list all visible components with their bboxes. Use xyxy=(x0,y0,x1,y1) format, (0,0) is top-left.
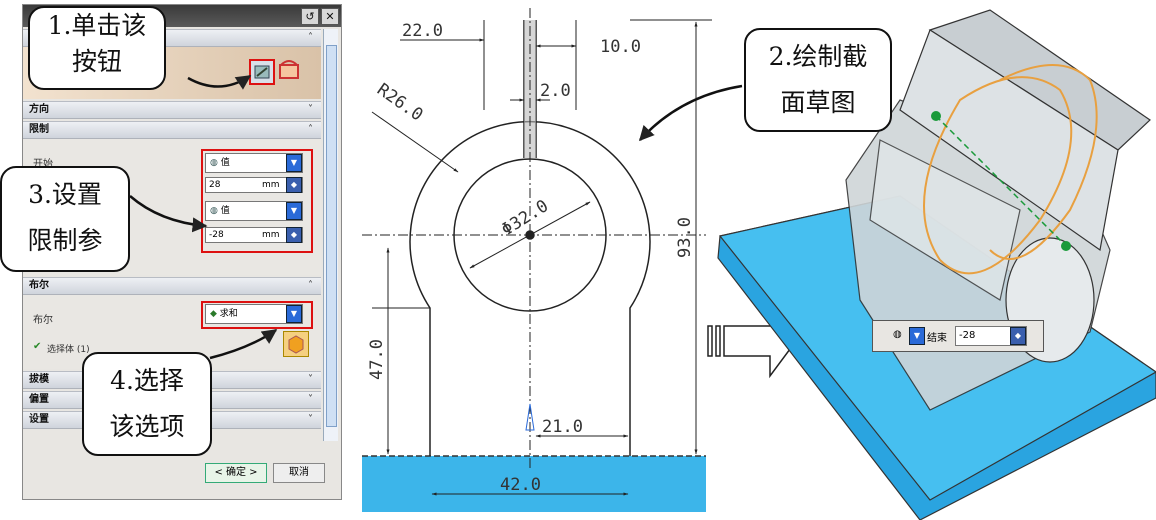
callout-step2: 2.绘制截 面草图 xyxy=(744,28,892,132)
callout-line: 4.选择 xyxy=(110,366,184,395)
chevron-down-icon: ˅ xyxy=(308,394,313,405)
start-handle-icon[interactable] xyxy=(931,111,941,121)
chevron-up-icon: ˄ xyxy=(308,124,313,135)
start-mode-value: 值 xyxy=(220,158,230,168)
callout-arrows xyxy=(129,74,743,360)
reset-icon[interactable]: ↺ xyxy=(301,8,319,25)
callout-step1: 1.单击该 按钮 xyxy=(28,6,166,90)
callout-line: 面草图 xyxy=(780,88,856,117)
callout-line: 3.设置 xyxy=(28,180,102,209)
dropdown-arrow-icon[interactable]: ▼ xyxy=(286,305,302,323)
cylinder-face xyxy=(869,139,1021,301)
sketch-icon xyxy=(254,65,270,79)
select-body-button[interactable] xyxy=(283,331,309,357)
value-icon: ◍ xyxy=(893,329,902,340)
scrollbar-thumb[interactable] xyxy=(326,45,337,427)
curve-select-icon[interactable] xyxy=(277,59,303,81)
section-label: 方向 xyxy=(29,104,49,115)
select-body-label[interactable]: 选择体 (1) xyxy=(47,345,90,355)
start-mode-select[interactable]: ◍ 值 ▼ xyxy=(205,153,303,173)
callout-line: 限制参 xyxy=(27,226,103,255)
start-label: 开始 xyxy=(33,159,53,170)
cube-icon xyxy=(288,335,304,354)
dim-lower-height-label: 47.0 xyxy=(367,339,387,380)
section-label: 限制 xyxy=(29,124,49,135)
chevron-down-icon: ˅ xyxy=(308,414,313,425)
check-icon: ✔ xyxy=(33,341,42,352)
end-value: -28 xyxy=(959,330,976,341)
unite-icon: ◆ xyxy=(210,309,217,319)
callout-line: 该选项 xyxy=(109,412,185,441)
sketch-profile-2 xyxy=(989,64,1098,260)
spinner-icon[interactable]: ◆ xyxy=(286,227,302,243)
chevron-down-icon: ˅ xyxy=(308,374,313,385)
dim-top-width-label: 22.0 xyxy=(402,21,443,41)
end-handle-icon[interactable] xyxy=(1061,241,1071,251)
start-value: 28 xyxy=(209,180,221,190)
start-distance-input[interactable]: 28 mm ◆ xyxy=(205,177,303,193)
end-unit: mm xyxy=(262,230,280,240)
callout-line: 1.单击该 xyxy=(47,11,147,40)
section-label: 设置 xyxy=(29,414,49,425)
arrow-step3 xyxy=(129,195,208,233)
end-value: -28 xyxy=(209,230,224,240)
chevron-up-icon: ˄ xyxy=(308,280,313,291)
base-plate xyxy=(362,456,706,512)
arrow-step4 xyxy=(209,328,278,360)
dim-slot-width-label: 2.0 xyxy=(540,81,571,101)
end-distance-input[interactable]: -28 mm ◆ xyxy=(205,227,303,243)
section-label: 偏置 xyxy=(29,394,49,405)
dim-height-label: 93.0 xyxy=(675,217,695,258)
end-mode-select[interactable]: ◍ 值 ▼ xyxy=(205,201,303,221)
scrollbar[interactable] xyxy=(323,29,338,441)
arrow-step1 xyxy=(187,74,252,90)
dropdown-arrow-icon[interactable]: ▼ xyxy=(286,154,302,172)
rib-face xyxy=(899,29,1119,252)
extrude-direction-line xyxy=(935,115,1067,247)
limits-highlight xyxy=(201,149,313,253)
section-boolean[interactable]: 布尔 ˄ xyxy=(23,277,321,295)
section-label: 拔模 xyxy=(29,374,49,385)
datum-triangle-icon xyxy=(525,403,535,431)
callout-step3: 3.设置 限制参 xyxy=(0,166,130,272)
boolean-option: 求和 xyxy=(219,309,238,319)
section-limits[interactable]: 限制 ˄ xyxy=(23,121,321,139)
chevron-up-icon: ˄ xyxy=(308,32,313,43)
dim-slot-total-label: 10.0 xyxy=(600,37,641,57)
callout-step4: 4.选择 该选项 xyxy=(82,352,212,456)
boolean-label: 布尔 xyxy=(33,315,53,326)
section-direction[interactable]: 方向 ˅ xyxy=(23,101,321,119)
dim-base-width-label: 42.0 xyxy=(500,475,541,495)
dim-diameter-label: Φ32.0 xyxy=(498,196,552,240)
dropdown-arrow-icon[interactable]: ▼ xyxy=(286,202,302,220)
spinner-icon[interactable]: ◆ xyxy=(1010,327,1026,345)
dropdown-arrow-icon[interactable]: ▼ xyxy=(909,327,925,345)
dim-dia32 xyxy=(469,201,591,269)
chevron-down-icon: ˅ xyxy=(308,104,313,115)
arrow-step2 xyxy=(638,84,743,142)
boolean-select[interactable]: ◆ 求和 ▼ xyxy=(205,304,303,324)
end-value-input[interactable]: -28 ◆ xyxy=(955,326,1027,346)
end-mode-value: 值 xyxy=(220,206,230,216)
sketch-profile-1 xyxy=(923,76,1073,275)
start-unit: mm xyxy=(262,180,280,190)
section-label: 布尔 xyxy=(29,280,49,291)
callout-line: 按钮 xyxy=(71,47,122,76)
dim-half-base-label: 21.0 xyxy=(542,417,583,437)
end-label: 结束 xyxy=(927,333,947,344)
spinner-icon[interactable]: ◆ xyxy=(286,177,302,193)
cancel-button[interactable]: 取消 xyxy=(273,463,325,483)
ok-button[interactable]: < 确定 > xyxy=(205,463,267,483)
value-icon: ◍ xyxy=(210,158,218,168)
close-icon[interactable]: ✕ xyxy=(321,8,339,25)
model-end-widget: ◍ ▼ 结束 -28 ◆ xyxy=(872,320,1044,352)
value-icon: ◍ xyxy=(210,206,218,216)
sketch-section-button[interactable] xyxy=(249,59,275,85)
boolean-highlight xyxy=(201,301,313,329)
callout-line: 2.绘制截 xyxy=(768,42,868,71)
dim-r26 xyxy=(371,111,459,173)
section-sketch xyxy=(362,8,712,512)
